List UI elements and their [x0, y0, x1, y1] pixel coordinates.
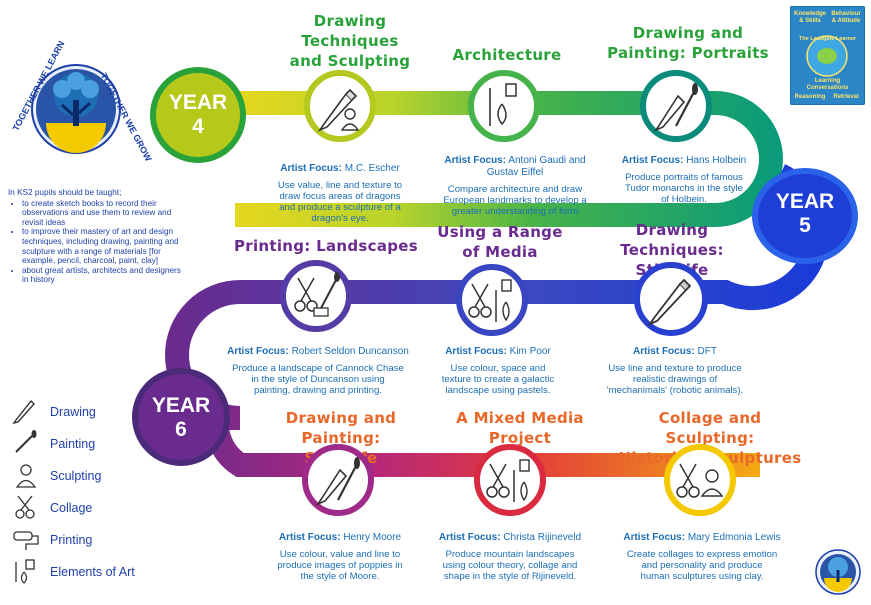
unit-6-focus: Artist Focus: DFT	[633, 346, 717, 357]
year-6-label: YEAR	[151, 394, 211, 417]
scissors-icon	[15, 495, 35, 519]
unit-1-description: Use value, line and texture to draw focu…	[277, 180, 403, 224]
book-knowledge: Knowledge	[793, 11, 826, 17]
book-title: The Leadgate Learner	[798, 36, 857, 42]
unit-2-title: Architecture	[452, 46, 562, 64]
book-retrieval: Retrieval	[833, 94, 859, 100]
unit-8-scissors-shapes-icon	[486, 459, 530, 502]
unit-2-node	[468, 70, 540, 142]
ks2-item: about great artists, architects and desi…	[22, 266, 188, 285]
year-4-label: YEAR	[168, 91, 228, 114]
unit-8-node	[474, 444, 546, 516]
legend-drawing: Drawing	[10, 398, 170, 424]
unit-3-description: Produce portraits of famous Tudor monarc…	[624, 172, 744, 205]
ks2-curriculum-notes: In KS2 pupils should be taught; to creat…	[8, 188, 188, 285]
book-attitude: & Attitude	[831, 18, 861, 24]
tree-logo-small-icon	[815, 549, 861, 595]
unit-1-focus: Artist Focus: M.C. Escher	[280, 163, 400, 174]
unit-6-description: Use line and texture to produce realisti…	[606, 363, 744, 396]
year-6-number: 6	[175, 418, 187, 441]
legend-printing: Printing	[10, 526, 170, 552]
unit-1-title: Drawing Techniques and Sculpting	[289, 12, 411, 70]
unit-5-title: Using a Range of Media	[437, 223, 563, 261]
year-5-badge: YEAR 5	[752, 168, 858, 264]
ks2-list: to create sketch books to record their o…	[8, 199, 188, 285]
legend-sculpting: Sculpting	[10, 462, 170, 488]
unit-5-scissors-shapes-icon	[468, 279, 512, 322]
unit-3-title: Drawing and Painting: Portraits	[607, 24, 769, 62]
tree-logo-icon	[31, 64, 121, 154]
unit-3-node	[640, 70, 712, 142]
book-skills: & Skills	[799, 18, 821, 24]
unit-9-node	[664, 444, 736, 516]
unit-7-description: Use colour, value and line to produce im…	[277, 549, 403, 582]
unit-9-focus: Artist Focus: Mary Edmonia Lewis	[623, 532, 781, 543]
year-5-number: 5	[799, 214, 811, 237]
ks2-item: to improve their mastery of art and desi…	[22, 227, 188, 265]
unit-8-title: A Mixed Media Project	[456, 409, 584, 447]
year-4-number: 4	[192, 115, 204, 138]
unit-4-focus: Artist Focus: Robert Seldon Duncanson	[227, 346, 409, 357]
leadgate-learner-book: Knowledge & Skills Behaviour & Attitude …	[790, 6, 865, 105]
book-conversations: Conversations	[806, 85, 849, 91]
paintbrush-icon	[15, 430, 37, 453]
legend-elements-of-art: Elements of Art	[10, 558, 170, 584]
unit-3-pencil-brush-icon	[653, 83, 698, 132]
unit-2-shapes-icon	[489, 83, 517, 126]
unit-5-node	[456, 264, 528, 336]
unit-7-focus: Artist Focus: Henry Moore	[278, 532, 402, 543]
year-4-badge: YEAR 4	[150, 67, 246, 163]
unit-7-node	[302, 444, 374, 516]
roller-icon	[13, 531, 39, 550]
unit-3-focus: Artist Focus: Hans Holbein	[621, 155, 747, 166]
unit-2-focus: Artist Focus: Antoni Gaudi and Gustav Ei…	[444, 155, 586, 178]
unit-8-description: Produce mountain landscapes using colour…	[442, 549, 578, 582]
unit-5-focus: Artist Focus: Kim Poor	[445, 346, 551, 357]
book-learning: Learning	[814, 78, 841, 84]
unit-1-pencil-bust-icon	[317, 88, 360, 132]
bust-icon	[15, 464, 37, 488]
unit-7-pencil-brush-icon	[315, 457, 360, 506]
unit-6-node	[634, 262, 708, 336]
pencil-icon	[12, 399, 35, 424]
ks2-intro: In KS2 pupils should be taught;	[8, 188, 122, 197]
ks2-item: to create sketch books to record their o…	[22, 199, 188, 228]
unit-9-scissors-bust-icon	[676, 463, 724, 498]
book-behaviour: Behaviour	[831, 11, 861, 17]
unit-5-description: Use colour, space and texture to create …	[441, 363, 555, 396]
unit-4-description: Produce a landscape of Cannock Chase in …	[232, 363, 404, 396]
brain-icon	[806, 35, 848, 77]
legend-painting: Painting	[10, 430, 170, 456]
legend-collage: Collage	[10, 494, 170, 520]
unit-4-node	[280, 260, 352, 332]
school-logo-small	[808, 540, 868, 600]
book-reasoning: Reasoning	[794, 94, 826, 100]
school-logo: TOGETHER WE LEARN TOGETHER WE GROW	[11, 39, 154, 173]
unit-6-pencil-icon	[647, 278, 692, 327]
unit-4-scissors-roller-icon	[294, 272, 340, 317]
unit-9-description: Create collages to express emotion and p…	[626, 549, 778, 582]
shapes-icon	[15, 559, 35, 584]
unit-8-focus: Artist Focus: Christa Rijineveld	[438, 532, 582, 543]
unit-1-node	[304, 70, 376, 142]
unit-4-title: Printing: Landscapes	[233, 237, 419, 255]
year-5-label: YEAR	[775, 190, 835, 213]
year-6-badge: YEAR 6	[132, 368, 230, 466]
unit-2-description: Compare architecture and draw European l…	[443, 184, 587, 217]
